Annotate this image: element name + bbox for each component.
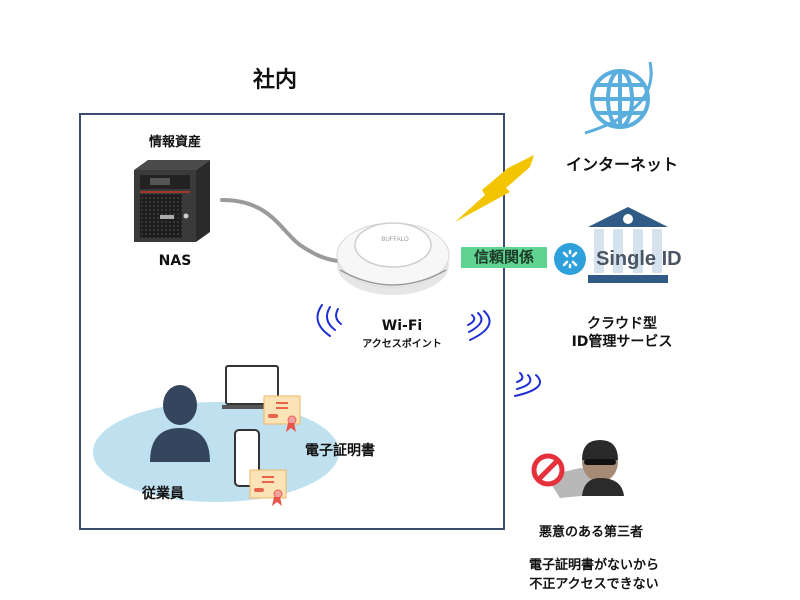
certificate-icon-laptop	[263, 395, 301, 432]
prohibited-icon	[531, 453, 565, 487]
wifi-waves-outside-icon	[514, 372, 541, 397]
office-title: 社内	[252, 68, 297, 93]
trust-relationship-label: 信頼関係	[461, 247, 547, 268]
svg-text:BUFFALO: BUFFALO	[381, 237, 409, 243]
single-id-logo-text: Single ID	[596, 248, 682, 270]
network-cable	[220, 198, 347, 264]
blocked-note-line2: 不正アクセスできない	[529, 577, 659, 592]
nas-label: NAS	[158, 253, 192, 269]
access-point-label: アクセスポイント	[362, 339, 442, 350]
certificate-icon-phone	[249, 469, 287, 506]
globe-icon	[584, 61, 653, 135]
lightning-bolt-icon	[455, 155, 534, 222]
employee-label: 従業員	[142, 486, 184, 502]
laptop-icon	[222, 365, 282, 409]
certificate-label: 電子証明書	[305, 443, 375, 459]
employee-person-icon	[150, 385, 210, 462]
office-boundary	[79, 113, 505, 530]
information-assets-label: 情報資産	[148, 135, 201, 150]
access-point-icon: BUFFALO	[336, 222, 450, 295]
wifi-label: Wi-Fi	[381, 318, 423, 334]
attacker-label: 悪意のある第三者	[538, 525, 643, 540]
blocked-note-line1: 電子証明書がないから	[528, 558, 659, 573]
cloud-service-label-line2: ID管理サービス	[571, 334, 673, 350]
bank-icon	[588, 207, 668, 283]
nas-device-icon	[134, 160, 210, 242]
wifi-waves-left-icon	[316, 304, 342, 337]
cloud-service-label-line1: クラウド型	[587, 316, 657, 332]
single-id-logo-icon	[554, 243, 586, 275]
internet-label: インターネット	[565, 155, 678, 174]
wifi-waves-right-icon	[467, 310, 491, 341]
